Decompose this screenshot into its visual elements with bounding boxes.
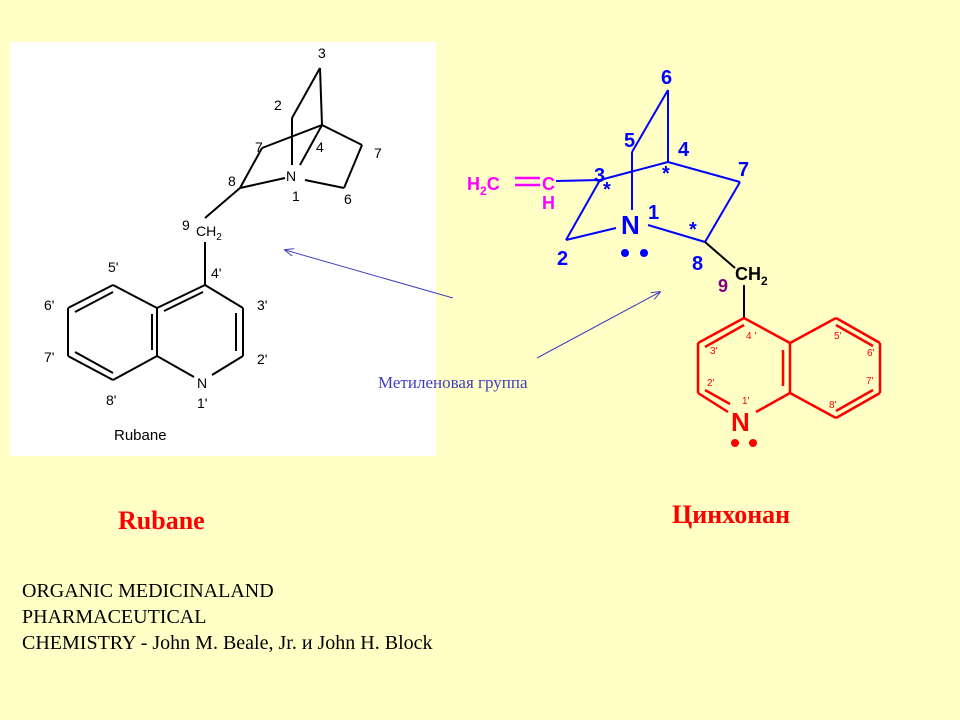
cinchonan-label-7: 7 [738,159,749,181]
rubane-n1: N [286,168,296,184]
annotation-arrows [285,250,660,359]
cinchonan-ch2-bond [704,241,745,318]
rubane-label-7b: 7 [374,145,382,161]
rubane-label-1: 1 [292,188,300,204]
cinchonan-label-5: 5 [624,130,635,152]
rubane-label-9: 9 [182,217,190,233]
lone-pair-dot [621,249,629,257]
cinchonan-label-2: 2 [557,248,568,270]
cinchonan-label-8p: 8' [829,400,837,411]
cinchonan-label-5p: 5' [834,331,842,342]
cinchonan-label-1: 1 [648,202,659,224]
rubane-ch2: CH2 [196,223,222,243]
rubane-label-4p: 4' [211,265,221,281]
arrow-to-rubane [285,250,454,299]
cinchonan-quinoline [696,316,882,420]
cinchonan-cage [565,89,741,243]
cinchonan-n1: N [621,210,640,240]
methylene-annotation: Метиленовая группа [378,373,528,392]
rubane-label-5p: 5' [108,259,118,275]
cinchonan-label-7p: 7' [866,376,874,387]
reference-block: ORGANIC MEDICINALAND PHARMACEUTICAL CHEM… [22,578,433,656]
cinchonan-label-1p: 1' [742,396,750,407]
rubane-label-4: 4 [316,139,324,155]
cinchonan-label-3: 3 [594,165,605,187]
rubane-label-6: 6 [344,191,352,207]
rubane-structure [67,67,363,381]
rubane-label-2p: 2' [257,351,267,367]
rubane-label-8p: 8' [106,392,116,408]
rubane-label-7: 7 [255,139,263,155]
reference-line-3: CHEMISTRY - John M. Beale, Jr. и John H.… [22,632,433,654]
rubane-label-1p: 1' [197,395,207,411]
rubane-label-8: 8 [228,173,236,189]
cinchonan-labels: 6 5 4 * 7 3 * N 1 * 2 8 CH2 9 4 ' 5' 3' … [557,67,875,447]
cinchonan-label-2p: 2' [707,378,715,389]
vinyl-h2c: H2C [467,174,500,198]
rubane-label-3p: 3' [257,297,267,313]
lone-pair-dot [749,439,757,447]
reference-line-1: ORGANIC MEDICINALAND [22,580,274,602]
cinchonan-label-4p: 4 ' [746,331,756,342]
rubane-panel [10,42,436,456]
vinyl-c: C [542,174,555,194]
rubane-label-7p: 7' [44,349,54,365]
cinchonan-ch2: CH2 [735,264,768,288]
rubane-label-3: 3 [318,45,326,61]
cinchonan-label-3p: 3' [710,346,718,357]
rubane-name-label: Rubane [114,427,167,444]
arrow-to-cinchonan [536,292,660,359]
cinchonan-label-8: 8 [692,253,703,275]
lone-pair-dot [731,439,739,447]
rubane-label-2: 2 [274,97,282,113]
cinchonan-label-6p: 6' [867,348,875,359]
rubane-caption: Rubane [118,506,205,535]
rubane-labels: 3 2 4 7 7 8 N 1 6 9 CH2 5' 4' 6' 3' 7' 2… [44,45,382,444]
cinchonan-label-4: 4 [678,139,690,161]
cinchonan-star-3: * [603,179,611,201]
rubane-n1p: N [197,375,207,391]
cinchonan-label-9: 9 [718,276,728,296]
vinyl-h: H [542,193,555,213]
cinchonan-star-4: * [662,163,670,185]
lone-pair-dot [640,249,648,257]
vinyl-group: H2C C H [467,174,601,213]
rubane-label-6p: 6' [44,297,54,313]
cinchonan-caption: Цинхонан [672,500,791,529]
cinchonan-n1p: N [731,407,750,437]
reference-line-2: PHARMACEUTICAL [22,606,207,628]
cinchonan-label-6: 6 [661,67,672,89]
cinchonan-star-8: * [689,219,697,241]
